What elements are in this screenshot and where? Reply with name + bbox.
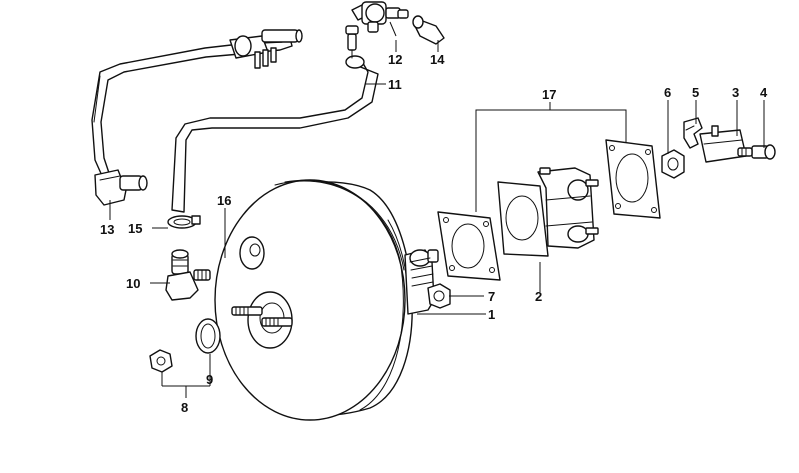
callout-8: 8 [181,400,188,415]
callout-14: 14 [430,52,445,67]
nut-6 [661,149,685,179]
elbow-connector-13 [94,169,148,206]
spacer-2 [497,167,599,257]
callout-11: 11 [388,77,402,92]
hose-clamp-15 [167,215,201,229]
vacuum-hose-11 [171,25,379,213]
callout-7: 7 [488,289,495,304]
callout-17: 17 [542,87,556,102]
callout-12: 12 [388,52,402,67]
callout-3: 3 [732,85,739,100]
vacuum-hose-left [91,37,293,179]
hex-nut-7 [427,283,451,309]
callout-6: 6 [664,85,671,100]
callout-10: 10 [126,276,140,291]
hex-nut-8 [149,349,173,373]
filter-14 [412,15,445,45]
gasket-plate-17b [605,139,661,219]
seal-ring-9 [195,318,221,354]
callout-9: 9 [206,372,213,387]
brake-booster-1 [214,179,439,421]
check-valve-12 [351,1,409,33]
elbow-fitting-10 [165,249,211,301]
gasket-plate-17a [437,211,501,281]
callout-1: 1 [488,307,495,322]
callout-16: 16 [217,193,231,208]
three-way-connector [229,29,303,69]
leader-lines [109,21,765,398]
callout-4: 4 [760,85,768,100]
callout-13: 13 [100,222,114,237]
clip-5 [683,117,703,149]
callout-15: 15 [128,221,142,236]
callout-2: 2 [535,289,542,304]
bolt-4 [737,144,776,160]
callout-5: 5 [692,85,699,100]
